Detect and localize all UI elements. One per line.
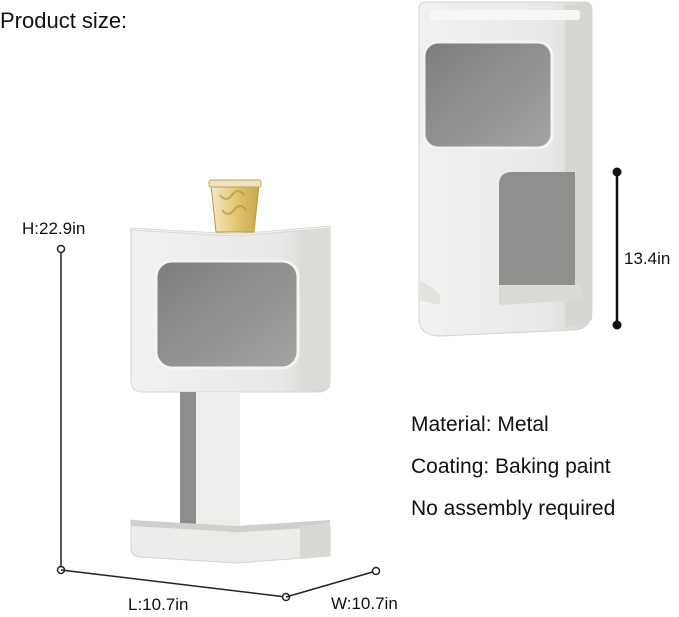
coating-spec: Coating: Baking paint [411, 455, 611, 478]
width-label: W:10.7in [331, 594, 398, 613]
inner-height-dimension-line [612, 167, 622, 330]
height-dimension-line [56, 244, 66, 575]
main-side-table [130, 225, 331, 564]
upper-compartment-opening [156, 261, 298, 368]
length-label: L:10.7in [128, 595, 189, 614]
inner-height-label: 13.4in [624, 249, 671, 268]
secondary-upper-opening [424, 42, 552, 148]
secondary-side-table [418, 1, 593, 337]
material-spec: Material: Metal [411, 413, 549, 436]
coffee-cup [208, 179, 262, 233]
height-label: H:22.9in [22, 219, 86, 238]
page-title: Product size: [0, 8, 128, 33]
width-dimension-line [285, 566, 381, 598]
assembly-spec: No assembly required [411, 497, 616, 520]
